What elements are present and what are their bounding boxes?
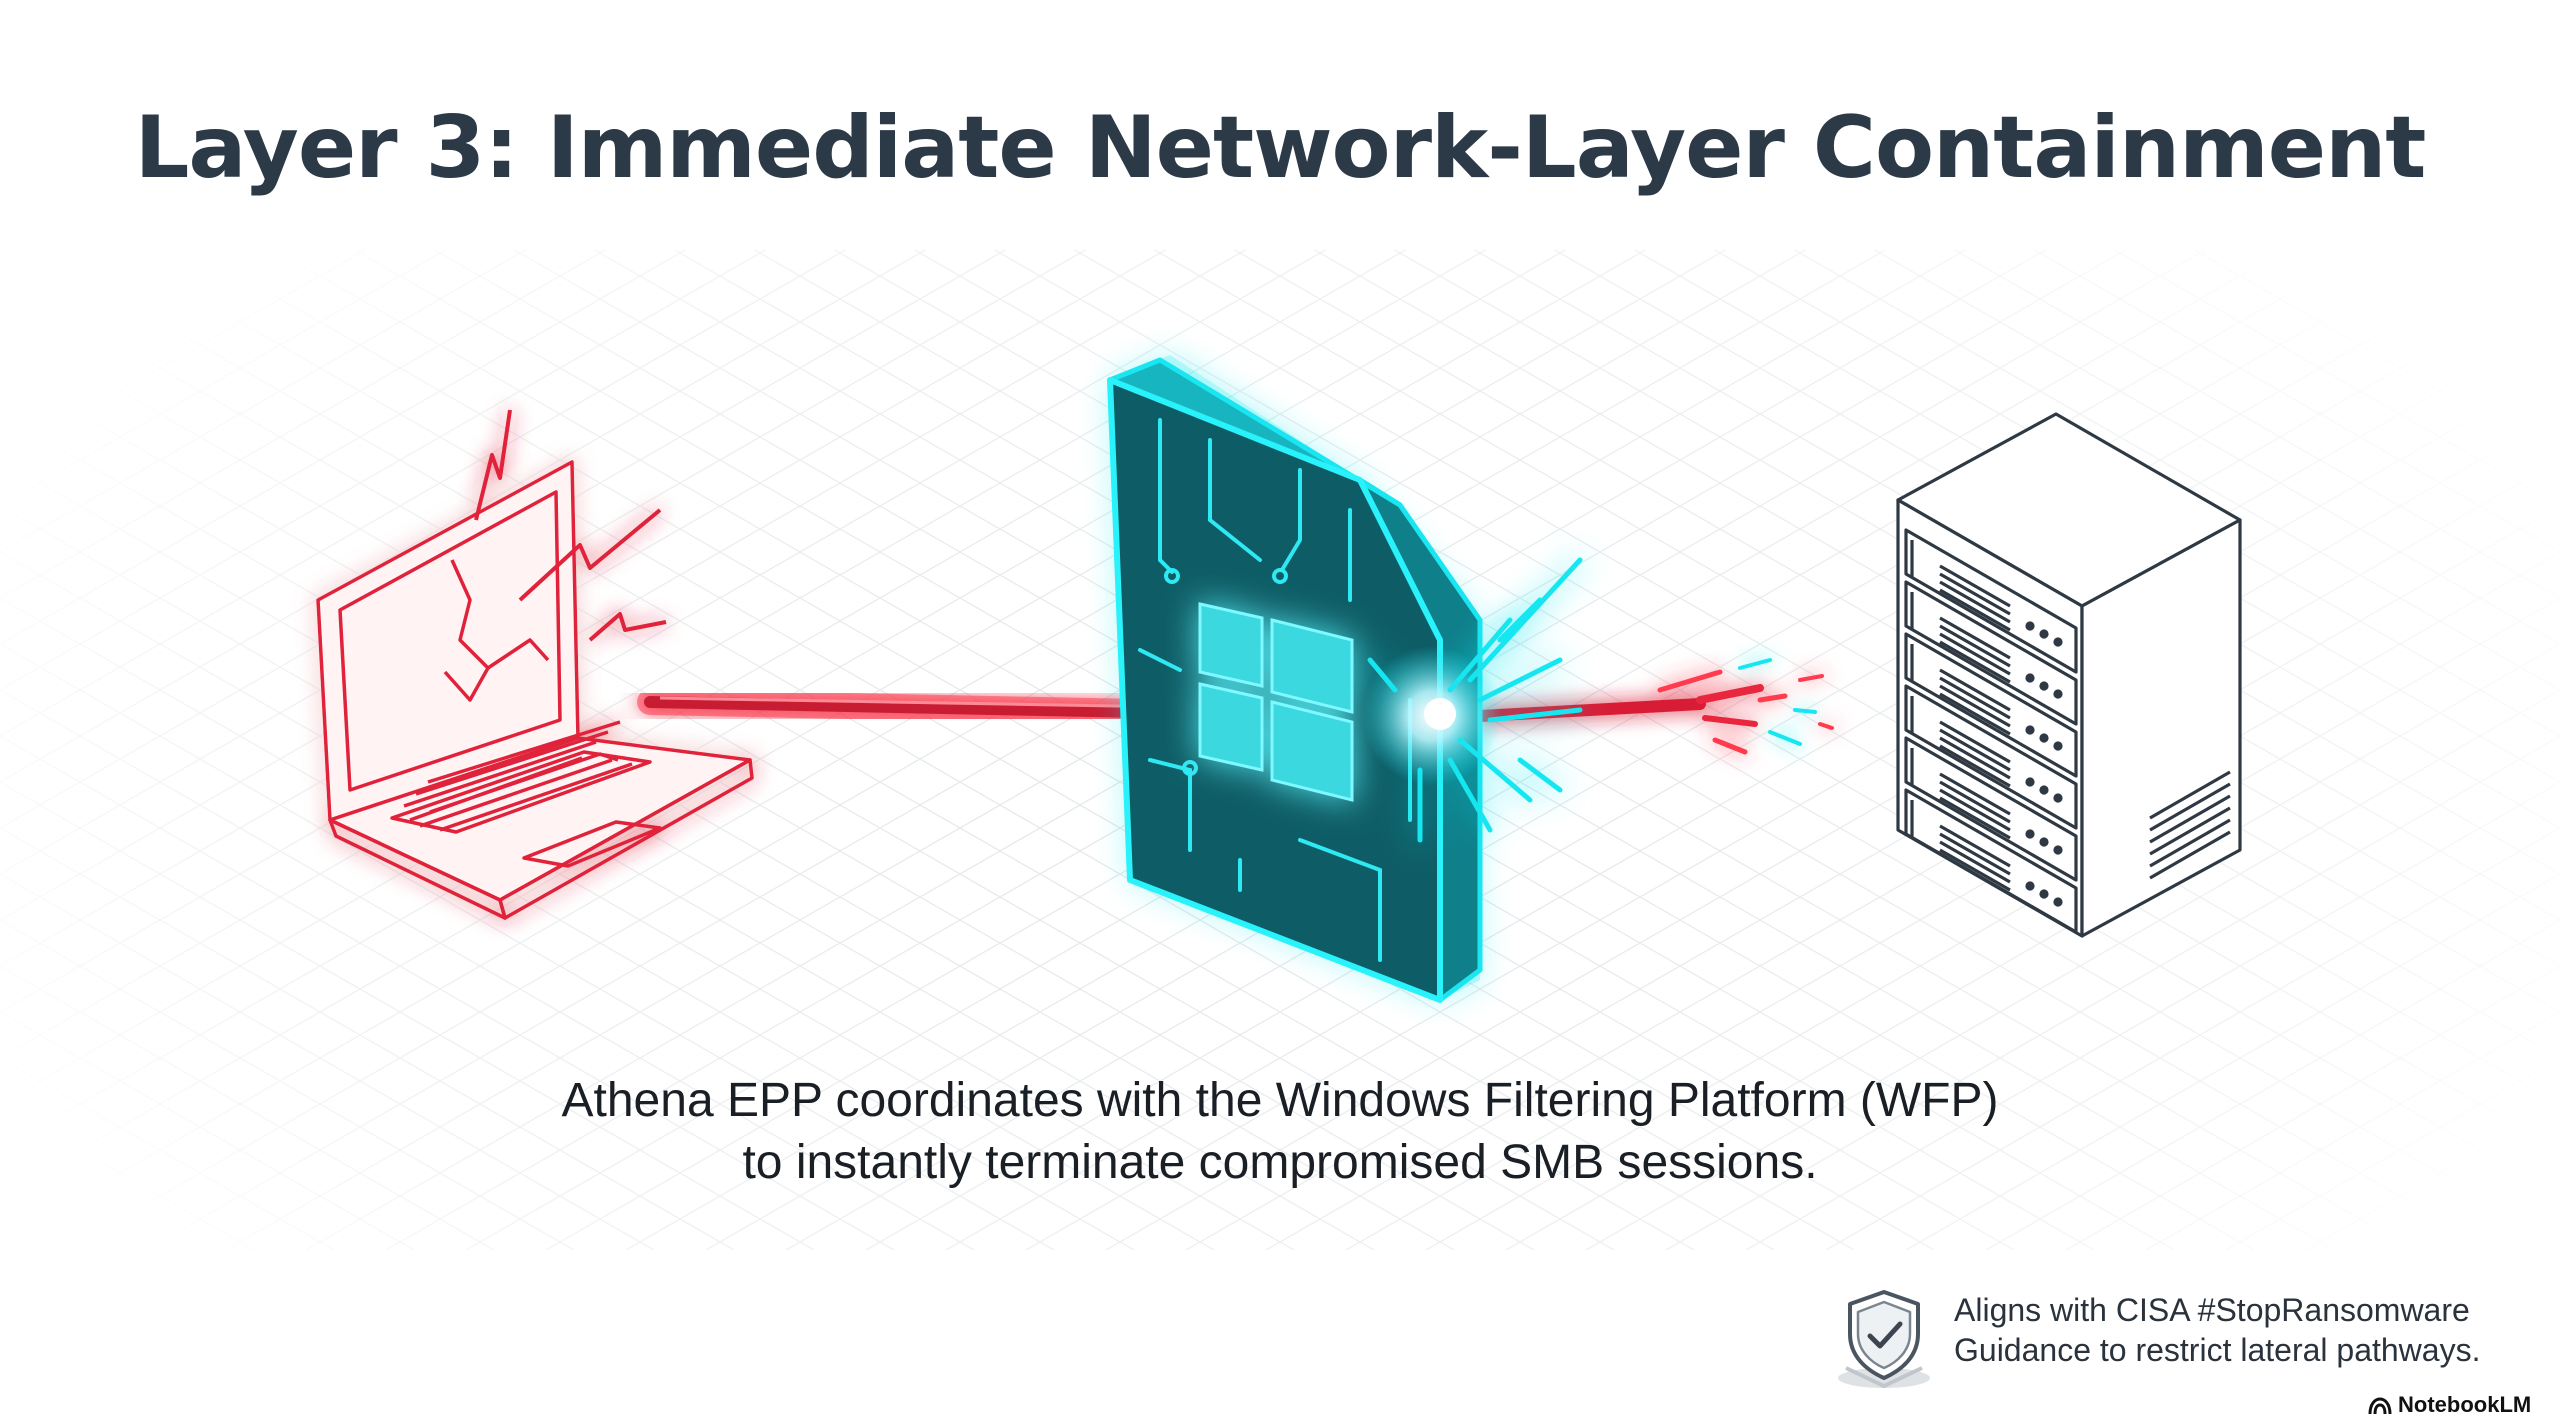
compliance-note: Aligns with CISA #StopRansomware Guidanc… (1826, 1282, 2486, 1392)
windows-logo-icon (1198, 602, 1354, 802)
diagram-caption: Athena EPP coordinates with the Windows … (0, 1070, 2560, 1194)
server-rack-icon (1896, 412, 2242, 938)
note-line-1: Aligns with CISA #StopRansomware (1954, 1292, 2470, 1328)
notebooklm-logo-icon (2368, 1397, 2392, 1415)
compromised-laptop (316, 409, 754, 920)
caption-line-1: Athena EPP coordinates with the Windows … (561, 1074, 1999, 1127)
note-line-2: Guidance to restrict lateral pathways. (1954, 1332, 2481, 1368)
brand-label: NotebookLM (2398, 1392, 2532, 1417)
page-title: Layer 3: Immediate Network-Layer Contain… (134, 98, 2427, 198)
blocked-beam-fragments (1474, 658, 1834, 755)
wfp-shield (1107, 355, 1483, 1003)
compliance-note-text: Aligns with CISA #StopRansomware Guidanc… (1954, 1290, 2480, 1370)
brand-watermark: NotebookLM (2368, 1390, 2531, 1420)
impact-burst (1362, 557, 1583, 843)
shield-check-icon (1838, 1290, 1930, 1389)
caption-line-2: to instantly terminate compromised SMB s… (742, 1136, 1818, 1189)
